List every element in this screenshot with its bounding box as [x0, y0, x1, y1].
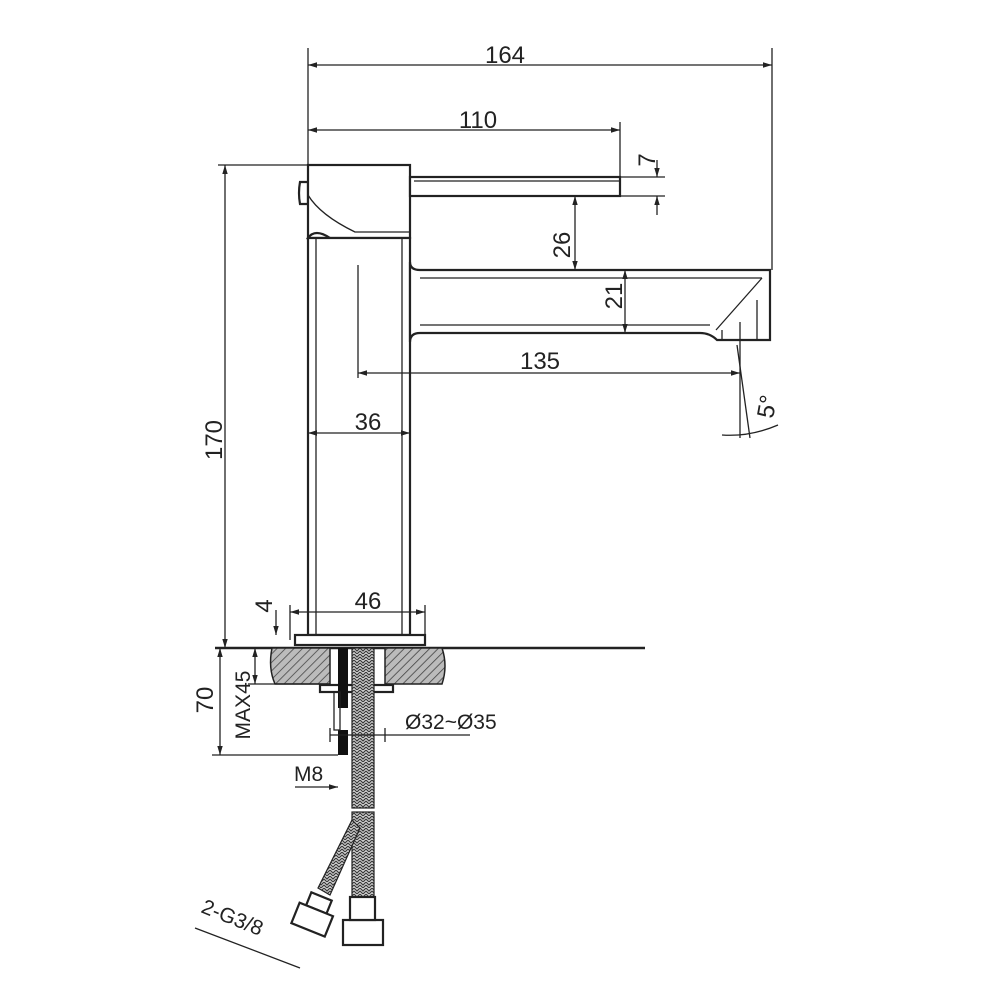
- dim-below-counter: 70: [192, 687, 219, 714]
- dim-hole-diameter: Ø32~Ø35: [405, 711, 497, 734]
- dim-lever-to-spout: 26: [549, 232, 576, 259]
- dim-max-counter: MAX45: [232, 671, 255, 740]
- stud: [338, 648, 348, 708]
- dim-spout-reach: 135: [520, 348, 560, 375]
- hose-nut-left: [289, 901, 335, 939]
- dim-lever-reach: 110: [459, 107, 497, 134]
- dim-base-diameter: 46: [355, 588, 382, 615]
- spout: [408, 261, 772, 343]
- dim-spout-height: 21: [601, 283, 628, 310]
- hose-nut-right: [341, 918, 385, 947]
- dimension-lines: [194, 48, 779, 969]
- dim-hose-connection: 2-G3/8: [198, 895, 266, 940]
- dim-stud-thread: M8: [294, 763, 323, 786]
- lever: [408, 175, 622, 198]
- faucet-outline: [293, 163, 772, 647]
- supply-hoses: [289, 647, 385, 947]
- dim-total-height: 170: [201, 420, 228, 460]
- dim-base-thickness: 4: [251, 599, 278, 612]
- dim-overall-width: 164: [485, 42, 525, 69]
- dim-body-diameter: 36: [355, 409, 382, 436]
- dim-spout-angle: 5°: [752, 393, 783, 420]
- dim-lever-height: 7: [634, 153, 661, 166]
- knob: [297, 180, 310, 206]
- countertop: [215, 646, 645, 755]
- body-column: [306, 236, 412, 637]
- handle-head: [306, 163, 412, 240]
- base-plate: [293, 633, 427, 647]
